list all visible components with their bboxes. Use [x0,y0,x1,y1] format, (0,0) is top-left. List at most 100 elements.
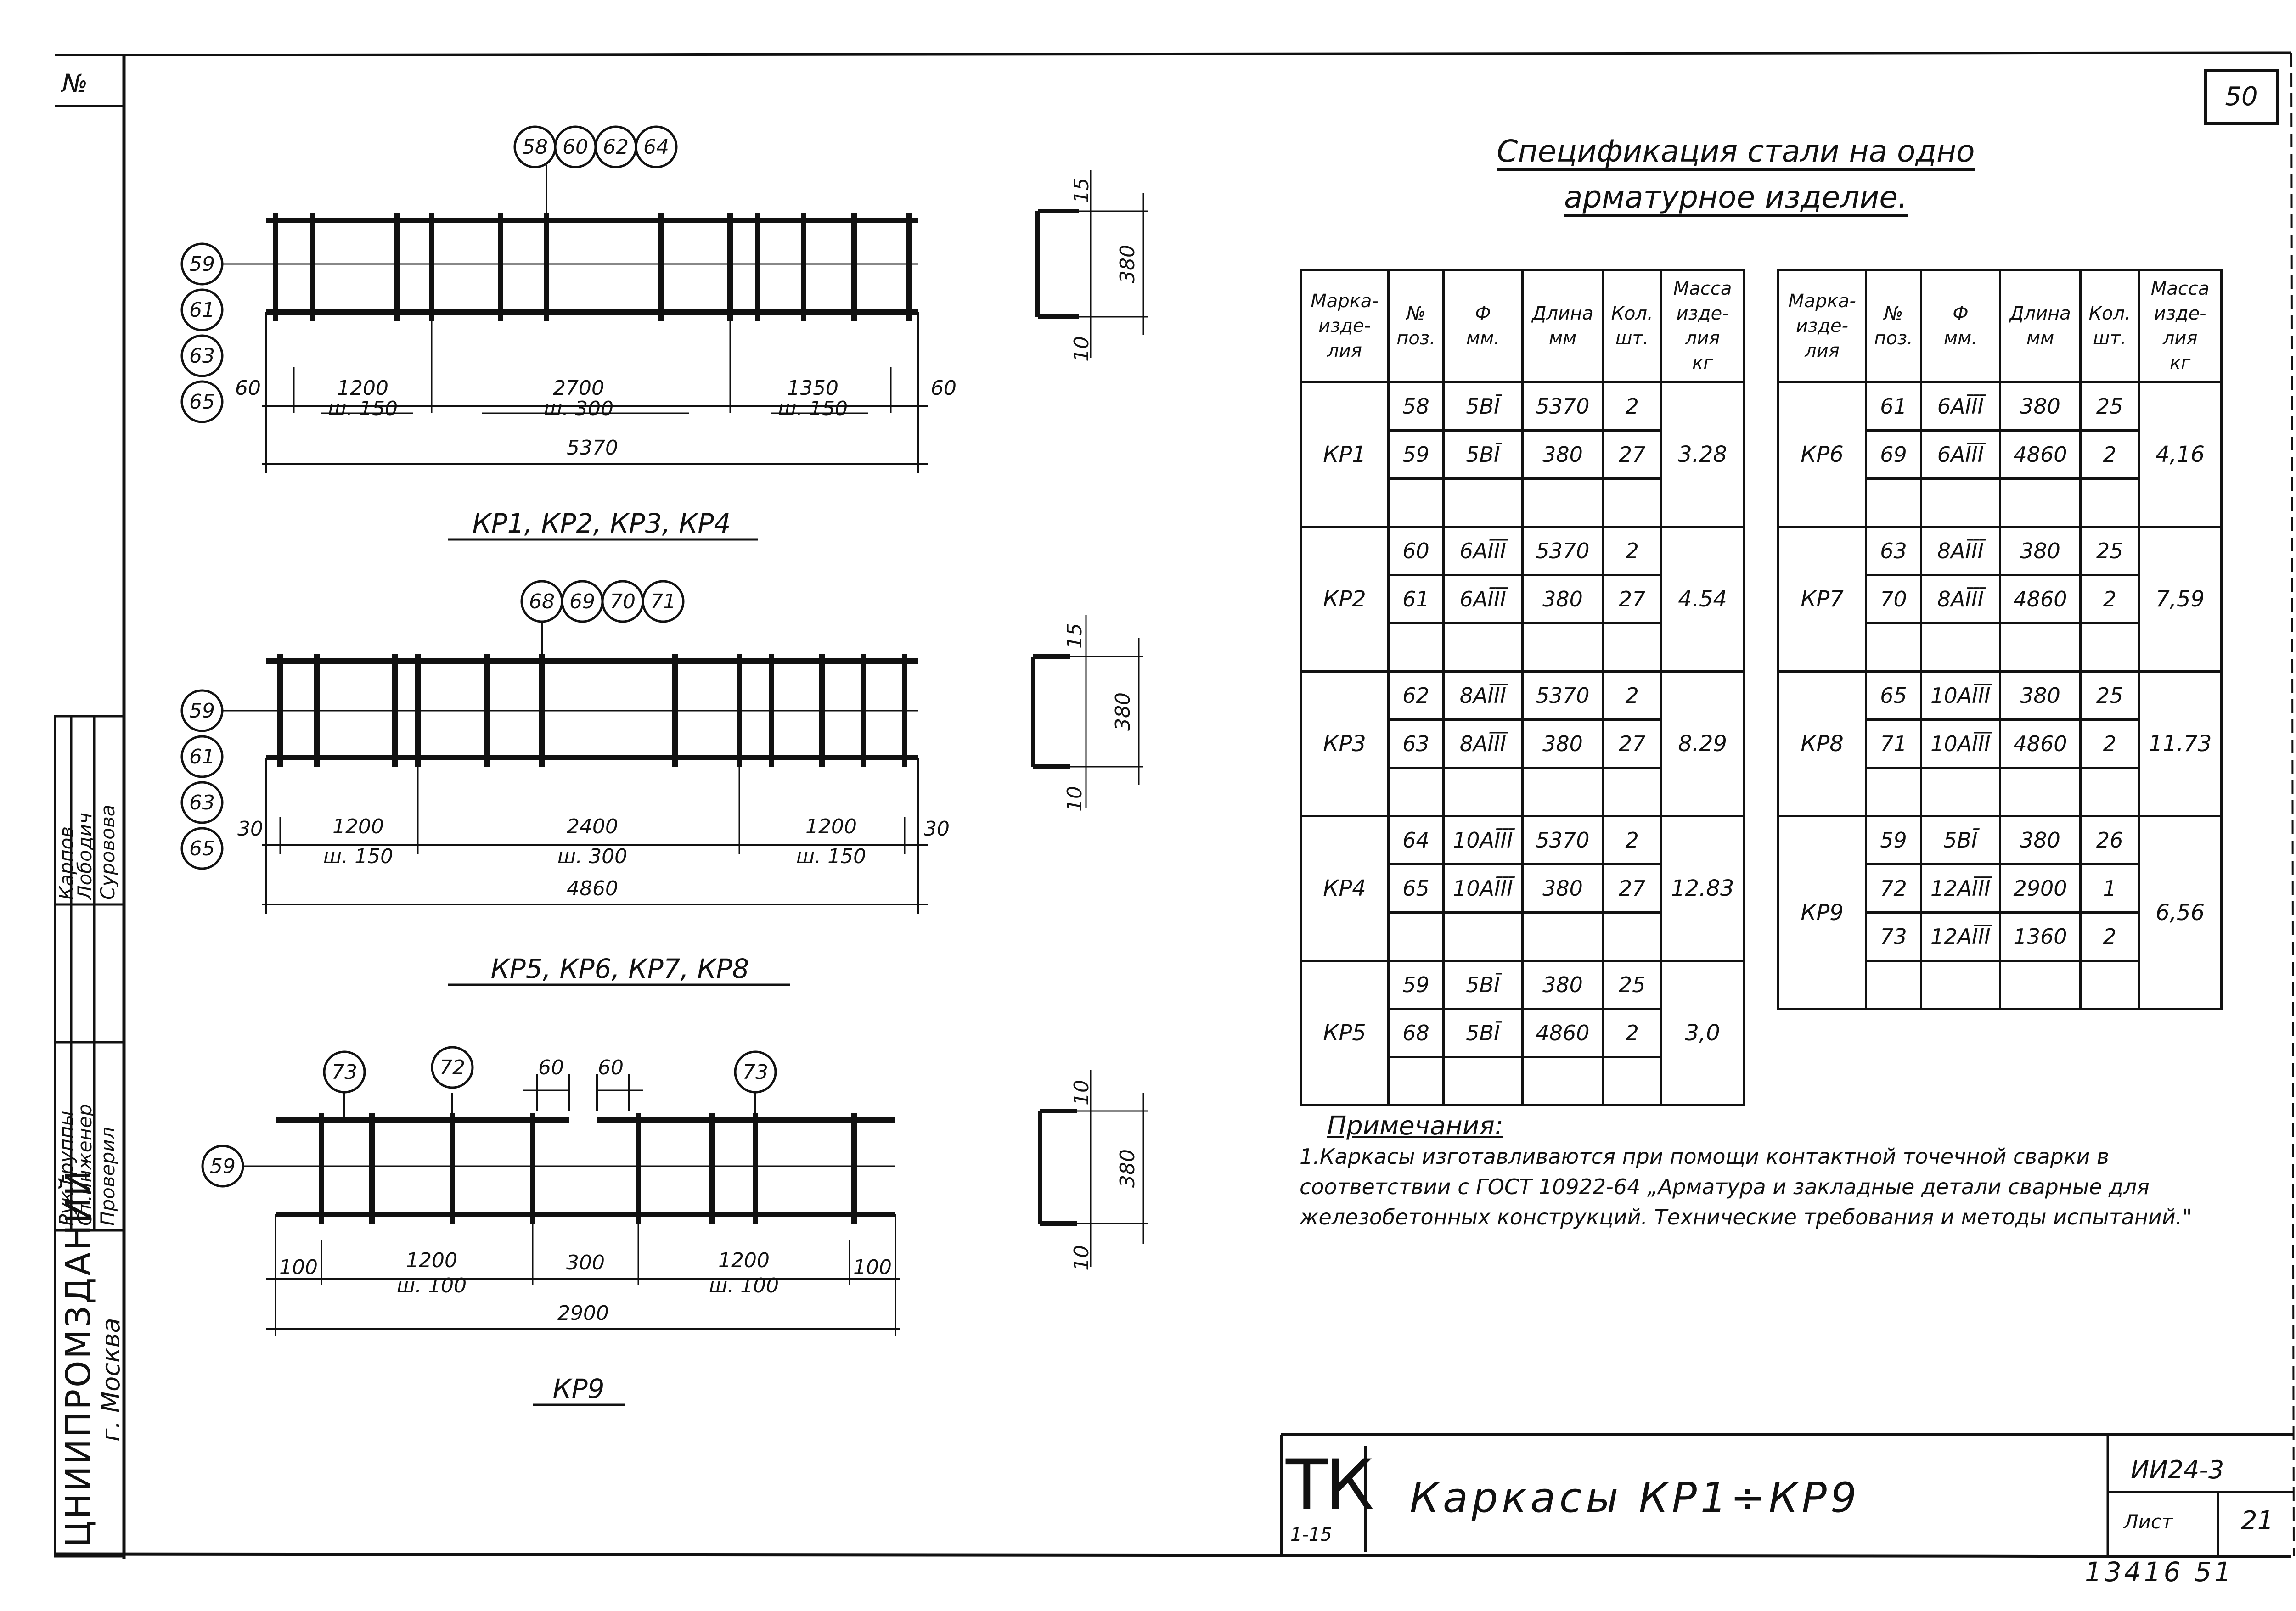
table-cell [1998,622,2082,673]
table-cell: 5BĪ [1442,960,1524,1010]
table-row [1301,622,1744,673]
table-cell [1919,622,2001,673]
spec-title: Спецификация стали на одно арматурное из… [1414,129,2057,220]
table-cell [2079,960,2140,1010]
table-cell: 2 [1602,381,1663,432]
section-dim: 15 [1063,623,1086,649]
svg-text:71: 71 [650,590,676,613]
side-role-3: Проверил [96,1127,119,1226]
table-cell: 10AĪĪĪ [1442,815,1524,865]
side-city: г. Москва [96,1318,125,1442]
table-cell: 69 [1865,429,1922,480]
table-cell: 2900 [1998,863,2082,914]
table-cell: 6AĪĪĪ [1919,429,2001,480]
table-cell [2079,622,2140,673]
bubble-left: 65 [180,380,224,423]
table-row [1778,622,2222,673]
table-cell: 4860 [1521,1008,1604,1058]
bubble-top: 72 [431,1046,474,1089]
dim-step: ш. 150 [323,845,393,868]
table-cell: 27 [1602,574,1663,624]
sheet-number: 50 [2204,69,2279,125]
table-cell: 380 [1521,574,1604,624]
dim-span: 2400 [567,815,618,838]
table-cell: 1360 [1998,911,2082,962]
table-cell: 8AĪĪĪ [1442,670,1524,721]
table-cell: 4860 [1998,429,2082,480]
bubble-top: 71 [642,580,685,623]
svg-text:59: 59 [189,699,215,723]
dim-step: ш. 150 [778,397,848,421]
table-cell: 5370 [1521,526,1604,576]
table-cell: 64 [1387,815,1445,865]
section-dim: 15 [1070,178,1093,203]
table-cell: 8AĪĪĪ [1919,574,2001,624]
dim-end: 30 [237,817,263,841]
dim-end: 60 [235,376,261,400]
row-mass: 7,59 [2138,526,2223,673]
table-cell: 61 [1865,381,1922,432]
table-cell [1919,767,2001,817]
table-cell [1521,1056,1604,1106]
row-mass: 8.29 [1660,670,1745,817]
dim-span: 300 [566,1251,605,1274]
stamp-title: Каркасы КР1÷КР9 [1410,1474,1861,1522]
svg-text:68: 68 [529,590,555,613]
svg-text:60: 60 [563,135,588,159]
dim-step: ш. 100 [397,1274,467,1297]
row-mark: КР1 [1299,381,1390,528]
bubble-left: 65 [180,827,224,870]
table-cell: 1 [2079,863,2140,914]
svg-text:65: 65 [189,837,215,860]
table-cell: 68 [1387,1008,1445,1058]
table-cell: 2 [2079,718,2140,769]
row-mark: КР6 [1777,381,1868,528]
bubble-left: 61 [180,288,224,331]
table-cell: 65 [1387,863,1445,914]
table-row [1778,960,2222,1010]
row-mass: 6,56 [2138,815,2223,1010]
dim-total: 5370 [567,436,618,460]
table-cell [1442,911,1524,962]
bubble-top: 70 [601,580,644,623]
svg-text:63: 63 [189,791,215,814]
frame3-label: КР9 [552,1373,604,1404]
table-cell: 73 [1865,911,1922,962]
table-cell: 380 [1521,718,1604,769]
dim-span: 1350 [787,376,838,400]
dim-span: 100 [853,1256,892,1279]
svg-text:58: 58 [522,135,548,159]
table-cell [1387,622,1445,673]
table-cell: 4860 [1998,574,2082,624]
table-cell [1442,622,1524,673]
bubble-top: 73 [734,1050,777,1094]
dim-span: 1200 [805,815,857,838]
table-cell: 5370 [1521,670,1604,721]
table-cell [1865,767,1922,817]
frame-kp5-kp8 [202,615,1143,914]
dim-gap: 60 [538,1056,564,1079]
bubble-top: 58 [513,125,557,168]
table-cell: 71 [1865,718,1922,769]
frame2-label: КР5, КР6, КР7, КР8 [491,953,749,984]
header-mark: Марка-изде-лия [1777,269,1868,383]
side-name-3: Суровова [96,804,119,900]
svg-text:70: 70 [610,590,636,613]
svg-text:61: 61 [189,298,215,322]
table-cell: 65 [1865,670,1922,721]
table-cell: 26 [2079,815,2140,865]
dim-step: ш. 150 [328,397,398,421]
section-dim: 10 [1070,1245,1093,1271]
table-cell: 63 [1865,526,1922,576]
table-cell: 2 [1602,815,1663,865]
